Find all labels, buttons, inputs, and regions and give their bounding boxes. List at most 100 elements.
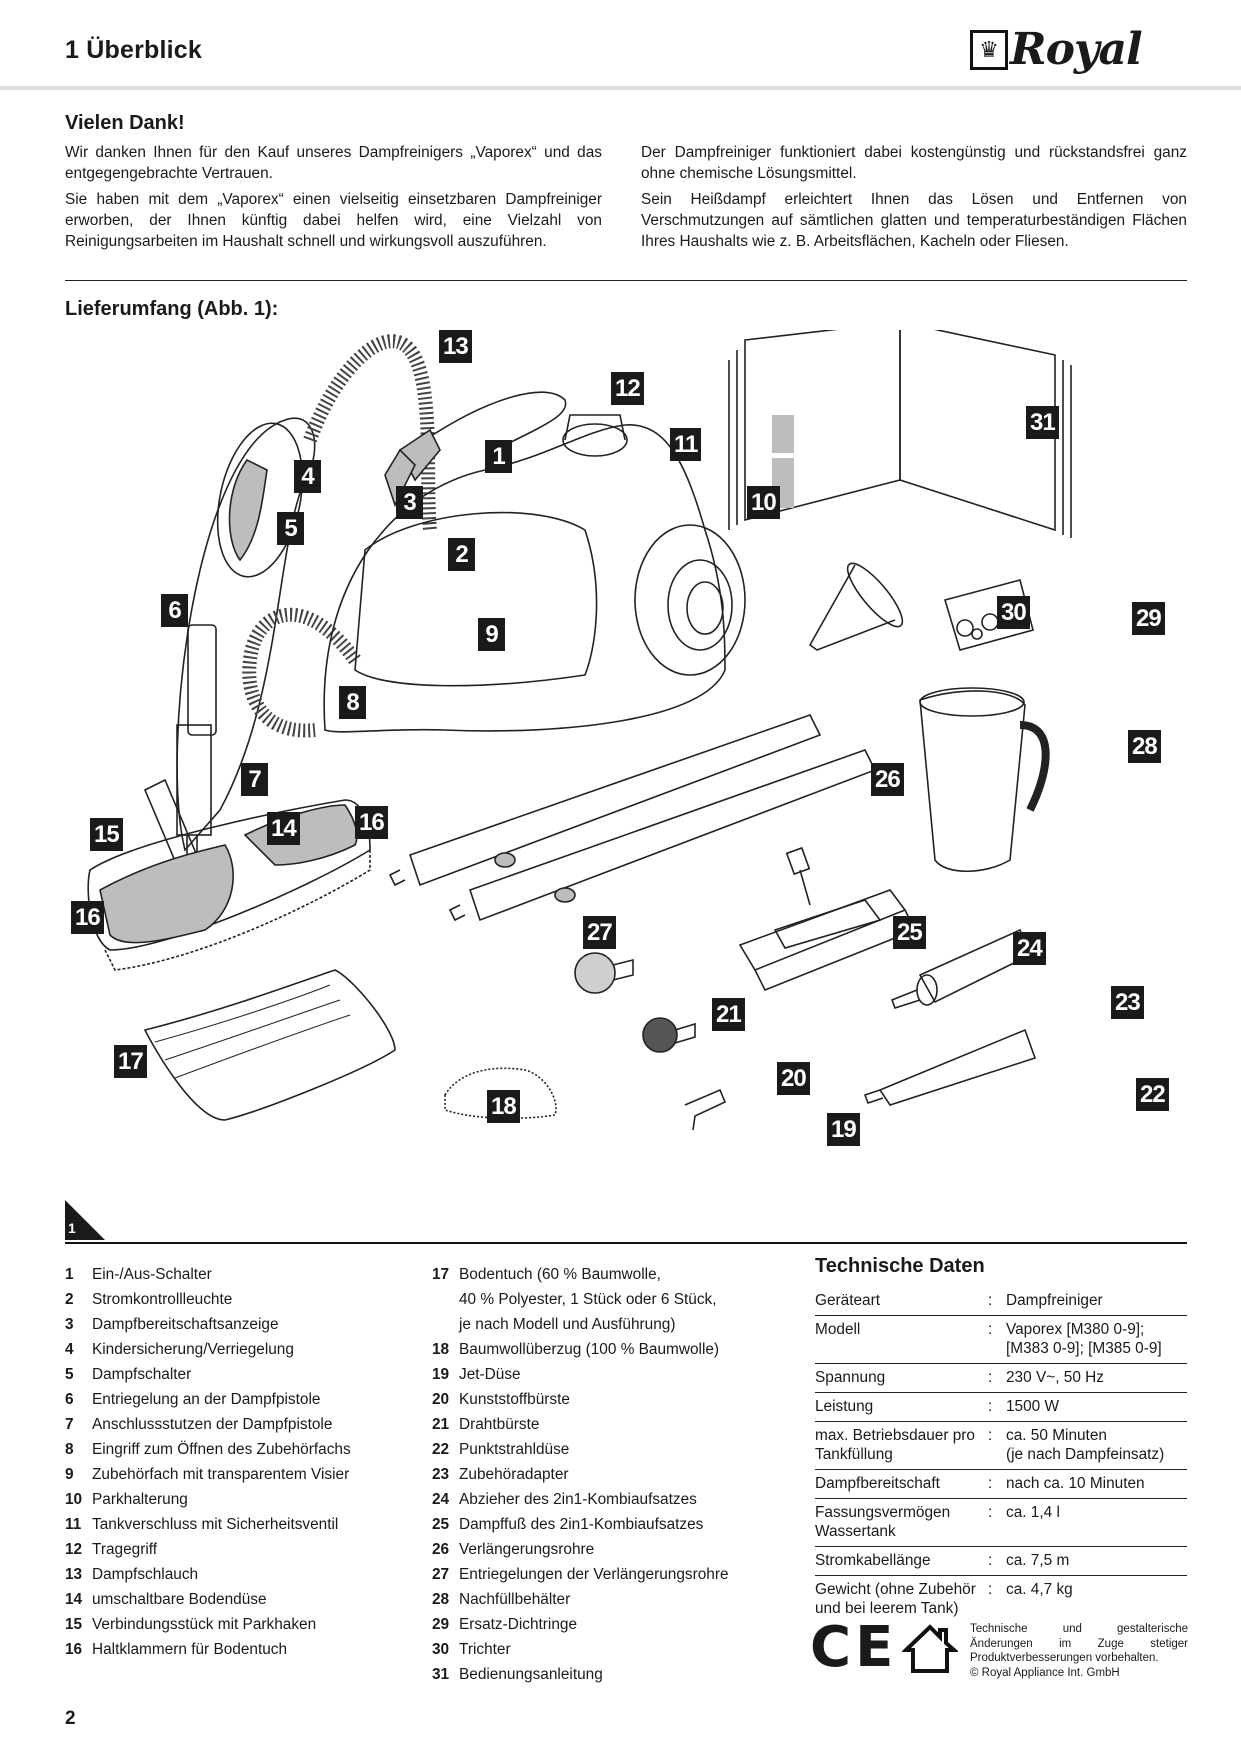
refill-jug-drawing xyxy=(919,687,1050,873)
extension-tubes-drawing xyxy=(388,714,877,922)
callout-24: 24 xyxy=(1013,932,1046,965)
tech-row: Modell:Vaporex [M380 0-9]; [M383 0-9]; [… xyxy=(815,1316,1187,1364)
wire-brush-drawing xyxy=(574,952,634,994)
floor-cloth-drawing xyxy=(143,969,396,1121)
section-divider xyxy=(65,280,1187,281)
callout-9: 9 xyxy=(478,618,505,651)
callout-28: 28 xyxy=(1128,730,1161,763)
plastic-brush-drawing xyxy=(642,1017,696,1053)
callout-14: 14 xyxy=(267,812,300,845)
callout-11: 11 xyxy=(670,428,702,461)
callout-19: 19 xyxy=(827,1113,860,1146)
callout-30: 30 xyxy=(997,596,1030,629)
header-divider xyxy=(0,86,1241,90)
callout-1: 1 xyxy=(485,440,512,473)
tech-row: Dampfbereitschaft:nach ca. 10 Minuten xyxy=(815,1470,1187,1499)
callout-17: 17 xyxy=(114,1045,147,1078)
disclaimer-text: Technische und gestalterische Änderungen… xyxy=(970,1623,1188,1664)
house-icon xyxy=(902,1624,958,1673)
page-header: 1 Überblick ♛ Royal xyxy=(0,0,1241,92)
callout-13: 13 xyxy=(439,330,472,363)
callout-20: 20 xyxy=(777,1062,810,1095)
callout-8: 8 xyxy=(339,686,366,719)
manual-drawing xyxy=(728,330,1072,538)
tech-row: Leistung:1500 W xyxy=(815,1393,1187,1422)
callout-15: 15 xyxy=(90,818,123,851)
product-illustration xyxy=(87,330,1072,1131)
jet-nozzle-drawing xyxy=(684,1088,727,1131)
callout-27: 27 xyxy=(583,916,616,949)
tech-heading: Technische Daten xyxy=(815,1255,985,1277)
callout-22: 22 xyxy=(1136,1078,1169,1111)
callout-4: 4 xyxy=(294,460,321,493)
steam-hose-drawing xyxy=(242,334,437,738)
crown-icon: ♛ xyxy=(970,30,1008,70)
intro-paragraph: Der Dampfreiniger funktioniert dabei kos… xyxy=(641,144,1187,182)
intro-paragraph: Sein Heißdampf erleichtert Ihnen das Lös… xyxy=(641,191,1187,250)
technical-data: Technische Daten Geräteart:Dampfreiniger… xyxy=(815,1255,1187,1623)
figure-baseline xyxy=(65,1242,1187,1244)
cotton-cover-drawing xyxy=(444,1067,557,1120)
tech-row: Fassungsvermögen Wassertank:ca. 1,4 l xyxy=(815,1499,1187,1547)
callout-3: 3 xyxy=(396,486,423,519)
intro-right-column: Der Dampfreiniger funktioniert dabei kos… xyxy=(641,142,1187,257)
page-number: 2 xyxy=(65,1708,76,1729)
point-nozzle-drawing xyxy=(863,1028,1037,1106)
callout-2: 2 xyxy=(448,538,475,571)
steam-gun-drawing xyxy=(176,417,316,856)
callout-25: 25 xyxy=(893,916,926,949)
intro-left-column: Wir danken Ihnen für den Kauf unseres Da… xyxy=(65,142,602,257)
callout-21: 21 xyxy=(712,998,745,1031)
figure-number: 1 xyxy=(68,1220,76,1236)
floor-nozzle-drawing xyxy=(87,778,371,971)
scope-heading: Lieferumfang (Abb. 1): xyxy=(65,298,279,320)
tech-row: Geräteart:Dampfreiniger xyxy=(815,1287,1187,1316)
copyright-text: © Royal Appliance Int. GmbH xyxy=(970,1666,1120,1679)
tech-row: Gewicht (ohne Zubehör und bei leerem Tan… xyxy=(815,1581,1073,1617)
callout-23: 23 xyxy=(1111,986,1144,1019)
callout-16-right: 16 xyxy=(355,806,388,839)
intro-heading: Vielen Dank! xyxy=(65,112,185,134)
combi-attachment-drawing xyxy=(738,846,917,992)
figure-delivery-scope: 13 12 11 1 4 3 10 5 2 31 6 30 29 9 8 28 … xyxy=(65,330,1187,1240)
figure-marker xyxy=(65,1200,105,1240)
disclaimer: Technische und gestalterische Änderungen… xyxy=(970,1622,1188,1680)
callout-6: 6 xyxy=(161,594,188,627)
intro-paragraph: Wir danken Ihnen für den Kauf unseres Da… xyxy=(65,144,602,182)
callout-29: 29 xyxy=(1132,602,1165,635)
callout-7: 7 xyxy=(241,763,268,796)
callout-18: 18 xyxy=(487,1090,520,1123)
brand-name: Royal xyxy=(1010,24,1143,75)
tech-row: Stromkabellänge:ca. 7,5 m xyxy=(815,1547,1187,1576)
callout-12: 12 xyxy=(611,372,644,405)
callout-5: 5 xyxy=(277,512,304,545)
